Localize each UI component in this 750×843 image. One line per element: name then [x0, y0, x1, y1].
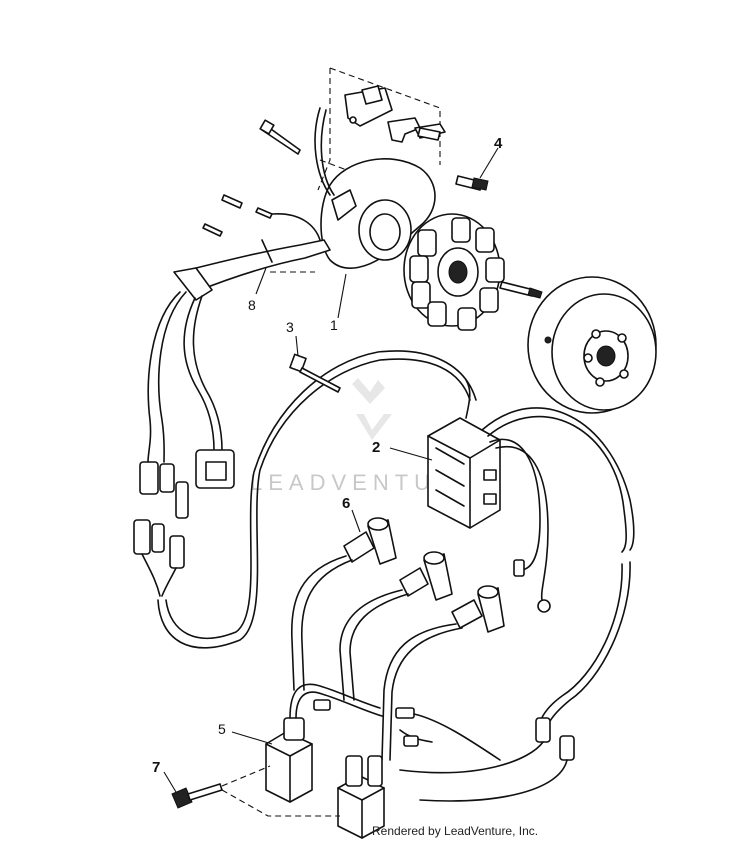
- bolt-dashed-guide: [221, 765, 340, 817]
- coil-mounting-bolt[interactable]: [171, 783, 223, 809]
- callout-4: 4: [494, 135, 503, 152]
- callout-7: 7: [152, 759, 160, 776]
- ignition-coil-right[interactable]: [337, 755, 385, 839]
- watermark-logo: [352, 378, 392, 440]
- callout-6: 6: [342, 495, 350, 512]
- screw-small-a[interactable]: [221, 194, 243, 209]
- stator-plate[interactable]: [320, 158, 436, 269]
- cable-tie-upper[interactable]: [259, 119, 301, 155]
- coil-wires[interactable]: [289, 683, 501, 761]
- connector-mating-left[interactable]: [133, 519, 185, 597]
- stator-screw[interactable]: [455, 175, 489, 191]
- screw-small-b[interactable]: [202, 223, 223, 237]
- callout-1: 1: [330, 317, 338, 333]
- main-loop-wire[interactable]: [157, 350, 477, 649]
- stator-leads[interactable]: [147, 291, 223, 463]
- callout-2: 2: [372, 439, 380, 456]
- callout-3: 3: [286, 319, 294, 335]
- high-tension-leads[interactable]: [290, 555, 463, 761]
- screw-small-c[interactable]: [255, 207, 321, 241]
- cdi-unit[interactable]: [427, 417, 501, 529]
- pickup-bracket[interactable]: [344, 85, 393, 127]
- spark-plug-cap-1[interactable]: [343, 517, 397, 565]
- render-credit: Rendered by LeadVenture, Inc.: [372, 824, 539, 838]
- callout-5: 5: [218, 721, 226, 737]
- stator-coil[interactable]: [403, 213, 505, 331]
- right-wire[interactable]: [399, 561, 631, 802]
- flywheel[interactable]: [527, 276, 657, 414]
- ignition-coil-left[interactable]: [265, 717, 313, 803]
- callout-8: 8: [248, 297, 256, 313]
- cable-tie[interactable]: [289, 353, 341, 393]
- connector-block-left[interactable]: [139, 449, 235, 519]
- spark-plug-cap-2[interactable]: [399, 551, 453, 601]
- stator-bolt-right[interactable]: [499, 281, 543, 299]
- bracket-screw[interactable]: [417, 127, 441, 141]
- spark-plug-cap-3[interactable]: [451, 585, 505, 633]
- cdi-leads[interactable]: [465, 379, 635, 613]
- leader-lines: [163, 147, 499, 793]
- stator-harness[interactable]: [173, 107, 335, 301]
